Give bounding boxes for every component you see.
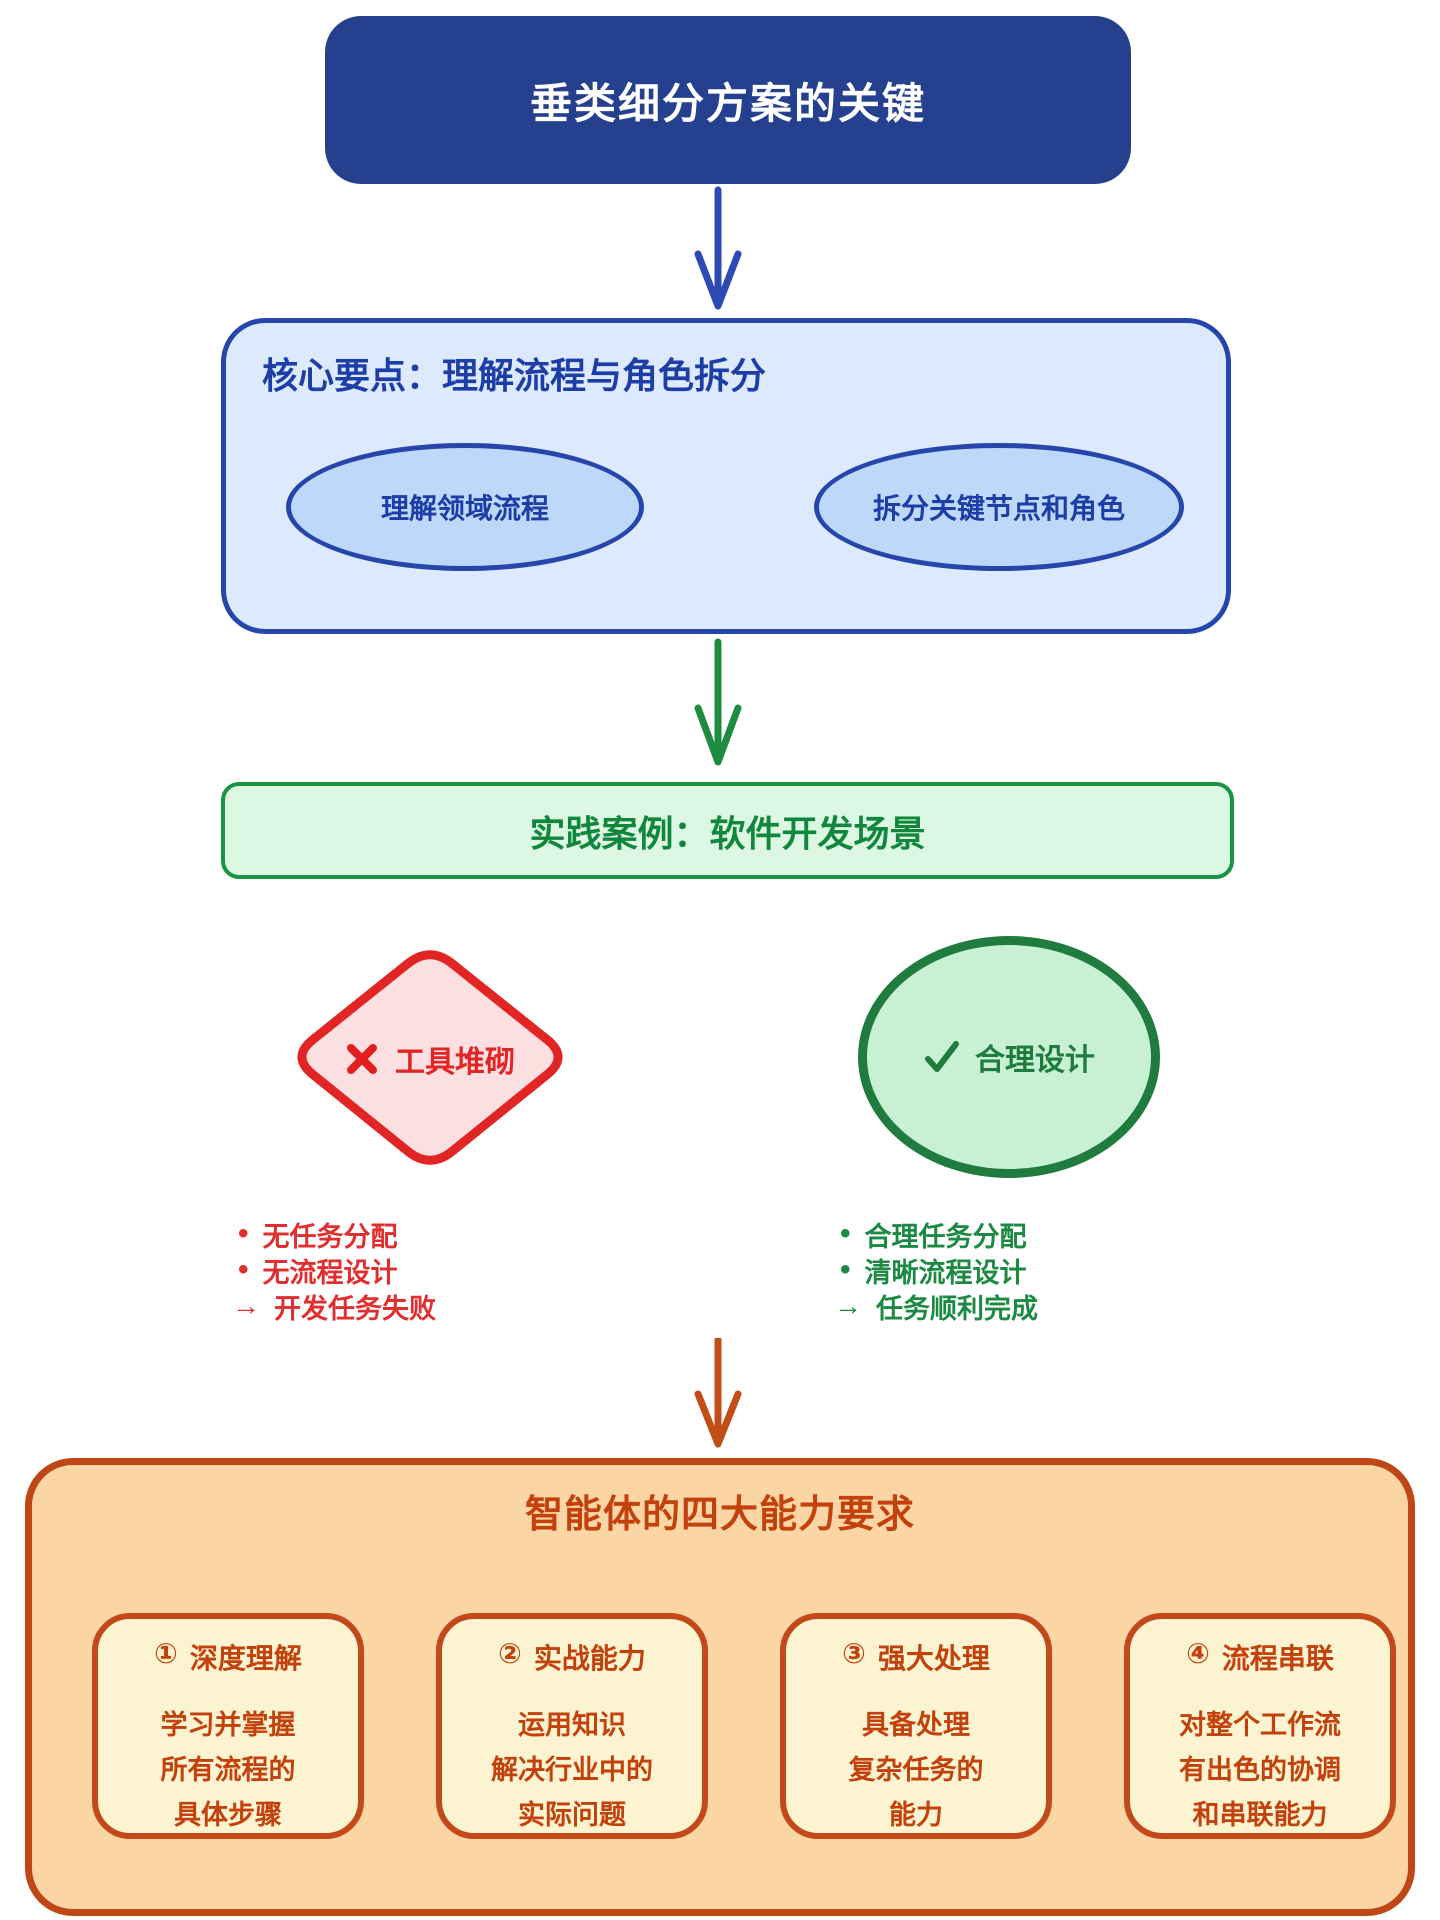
list-item-text: 无任务分配	[262, 1221, 398, 1252]
x-mark-icon	[347, 1044, 377, 1074]
main-title: 垂类细分方案的关键	[529, 79, 926, 127]
list-item: • 清晰流程设计	[840, 1252, 1038, 1288]
capability-card-title: ③ 强大处理	[842, 1637, 990, 1677]
bad-points-list: • 无任务分配 • 无流程设计 → 开发任务失败	[232, 1216, 436, 1324]
capability-line: 解决行业中的	[491, 1755, 653, 1785]
capability-card-body: 运用知识 解决行业中的 实际问题	[491, 1703, 653, 1838]
main-title-box: 垂类细分方案的关键	[325, 16, 1131, 184]
capability-title-text: 实战能力	[533, 1643, 646, 1674]
capability-number: ④	[1186, 1638, 1210, 1669]
capability-line: 能力	[889, 1800, 943, 1830]
good-approach-label: 合理设计	[975, 1044, 1095, 1077]
capability-line: 运用知识	[518, 1710, 626, 1740]
capability-line: 对整个工作流	[1179, 1710, 1341, 1740]
capability-card-body: 学习并掌握 所有流程的 具体步骤	[161, 1703, 296, 1838]
capability-line: 学习并掌握	[160, 1710, 296, 1740]
capabilities-section-box: 智能体的四大能力要求 ① 深度理解 学习并掌握 所有流程的 具体步骤 ② 实战能…	[25, 1458, 1415, 1916]
bad-approach-label-row: 工具堆砌	[283, 938, 577, 1180]
bad-approach-diamond: 工具堆砌	[283, 938, 577, 1180]
list-item: • 合理任务分配	[840, 1216, 1038, 1252]
ellipse-label: 拆分关键节点和角色	[872, 493, 1125, 524]
bullet-icon: •	[238, 1217, 249, 1250]
capability-title-text: 流程串联	[1221, 1643, 1334, 1674]
capability-line: 复杂任务的	[848, 1755, 984, 1785]
capability-title-text: 深度理解	[189, 1643, 302, 1674]
ellipse-label: 理解领域流程	[380, 493, 549, 524]
bullet-icon: •	[840, 1253, 851, 1286]
capability-card-practical-ability: ② 实战能力 运用知识 解决行业中的 实际问题	[436, 1613, 708, 1839]
capability-card-title: ④ 流程串联	[1186, 1637, 1334, 1677]
list-result-text: 任务顺利完成	[876, 1293, 1038, 1324]
practice-banner-label: 实践案例：软件开发场景	[529, 812, 926, 854]
core-section-title: 核心要点：理解流程与角色拆分	[262, 355, 767, 396]
ellipse-split-key-nodes-roles: 拆分关键节点和角色	[814, 443, 1184, 571]
capability-line: 有出色的协调	[1179, 1755, 1341, 1785]
capabilities-title: 智能体的四大能力要求	[524, 1494, 915, 1536]
bullet-icon: •	[840, 1217, 851, 1250]
capability-line: 具体步骤	[174, 1800, 282, 1830]
good-approach-circle: 合理设计	[858, 936, 1160, 1178]
capability-card-deep-understanding: ① 深度理解 学习并掌握 所有流程的 具体步骤	[92, 1613, 364, 1839]
list-item-text: 无流程设计	[262, 1257, 398, 1288]
capability-line: 具备处理	[862, 1710, 970, 1740]
check-mark-icon	[925, 1041, 959, 1072]
list-result: → 开发任务失败	[232, 1288, 436, 1324]
capability-line: 和串联能力	[1192, 1800, 1328, 1830]
ellipse-understand-domain-process: 理解领域流程	[286, 443, 644, 571]
capability-line: 所有流程的	[160, 1755, 296, 1785]
capability-card-powerful-processing: ③ 强大处理 具备处理 复杂任务的 能力	[780, 1613, 1052, 1839]
list-item-text: 合理任务分配	[864, 1221, 1027, 1252]
capability-title-text: 强大处理	[877, 1643, 990, 1674]
down-arrow-icon-green	[694, 638, 742, 766]
right-arrow-icon: →	[232, 1290, 260, 1321]
capability-card-body: 对整个工作流 有出色的协调 和串联能力	[1179, 1703, 1341, 1838]
diamond-shape	[297, 950, 563, 1165]
capability-number: ②	[498, 1638, 522, 1669]
capability-number: ①	[154, 1638, 178, 1669]
capability-line: 实际问题	[518, 1800, 626, 1830]
capability-card-workflow-chaining: ④ 流程串联 对整个工作流 有出色的协调 和串联能力	[1124, 1613, 1396, 1839]
good-points-list: • 合理任务分配 • 清晰流程设计 → 任务顺利完成	[834, 1216, 1038, 1324]
down-arrow-icon-blue	[694, 186, 742, 310]
capability-card-body: 具备处理 复杂任务的 能力	[849, 1703, 984, 1838]
capability-card-title: ② 实战能力	[498, 1637, 646, 1677]
list-result: → 任务顺利完成	[834, 1288, 1038, 1324]
right-arrow-icon: →	[834, 1290, 862, 1321]
capability-number: ③	[842, 1638, 866, 1669]
bullet-icon: •	[238, 1253, 249, 1286]
practice-banner: 实践案例：软件开发场景	[221, 782, 1234, 879]
core-section-box: 核心要点：理解流程与角色拆分 理解领域流程 拆分关键节点和角色	[221, 318, 1231, 634]
list-result-text: 开发任务失败	[274, 1293, 436, 1324]
list-item: • 无任务分配	[238, 1216, 436, 1252]
down-arrow-icon-orange	[694, 1338, 742, 1448]
list-item-text: 清晰流程设计	[864, 1257, 1027, 1288]
bad-approach-label: 工具堆砌	[395, 1046, 515, 1079]
list-item: • 无流程设计	[238, 1252, 436, 1288]
capability-card-title: ① 深度理解	[154, 1637, 302, 1677]
